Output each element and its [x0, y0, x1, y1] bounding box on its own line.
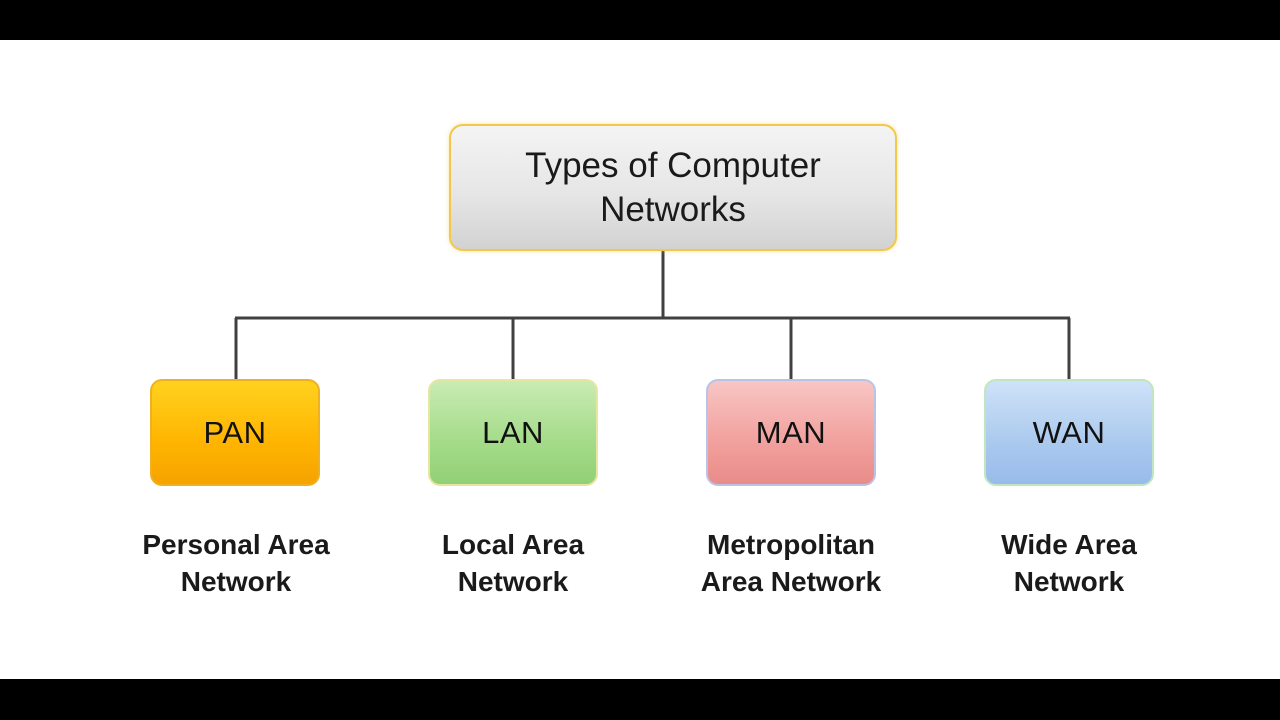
- node-pan: PAN: [150, 379, 320, 486]
- caption-wan-line2: Network: [1013, 566, 1125, 597]
- caption-pan-line1: Personal Area: [142, 529, 330, 560]
- node-man: MAN: [706, 379, 876, 486]
- node-wan-label: WAN: [1032, 414, 1106, 450]
- caption-man-line2: Area Network: [700, 566, 882, 597]
- node-man-label: MAN: [755, 414, 827, 450]
- caption-lan-line1: Local Area: [441, 529, 585, 560]
- caption-pan-line2: Network: [180, 566, 292, 597]
- caption-pan: Personal Area Network: [106, 526, 366, 600]
- node-pan-label: PAN: [203, 414, 267, 450]
- root-title-line1: Types of Computer: [525, 145, 821, 185]
- node-lan-label: LAN: [482, 414, 544, 450]
- node-lan: LAN: [428, 379, 598, 486]
- caption-lan-line2: Network: [457, 566, 569, 597]
- node-wan: WAN: [984, 379, 1154, 486]
- caption-man-line1: Metropolitan: [707, 529, 875, 560]
- root-title: Types of Computer Networks: [503, 144, 843, 232]
- root-node: Types of Computer Networks: [449, 124, 897, 251]
- caption-man: Metropolitan Area Network: [661, 526, 921, 600]
- caption-wan-line1: Wide Area: [1001, 529, 1137, 560]
- caption-lan: Local Area Network: [383, 526, 643, 600]
- letterbox-top: [0, 0, 1280, 40]
- letterbox-bottom: [0, 679, 1280, 720]
- root-title-line2: Networks: [600, 189, 746, 229]
- caption-wan: Wide Area Network: [939, 526, 1199, 600]
